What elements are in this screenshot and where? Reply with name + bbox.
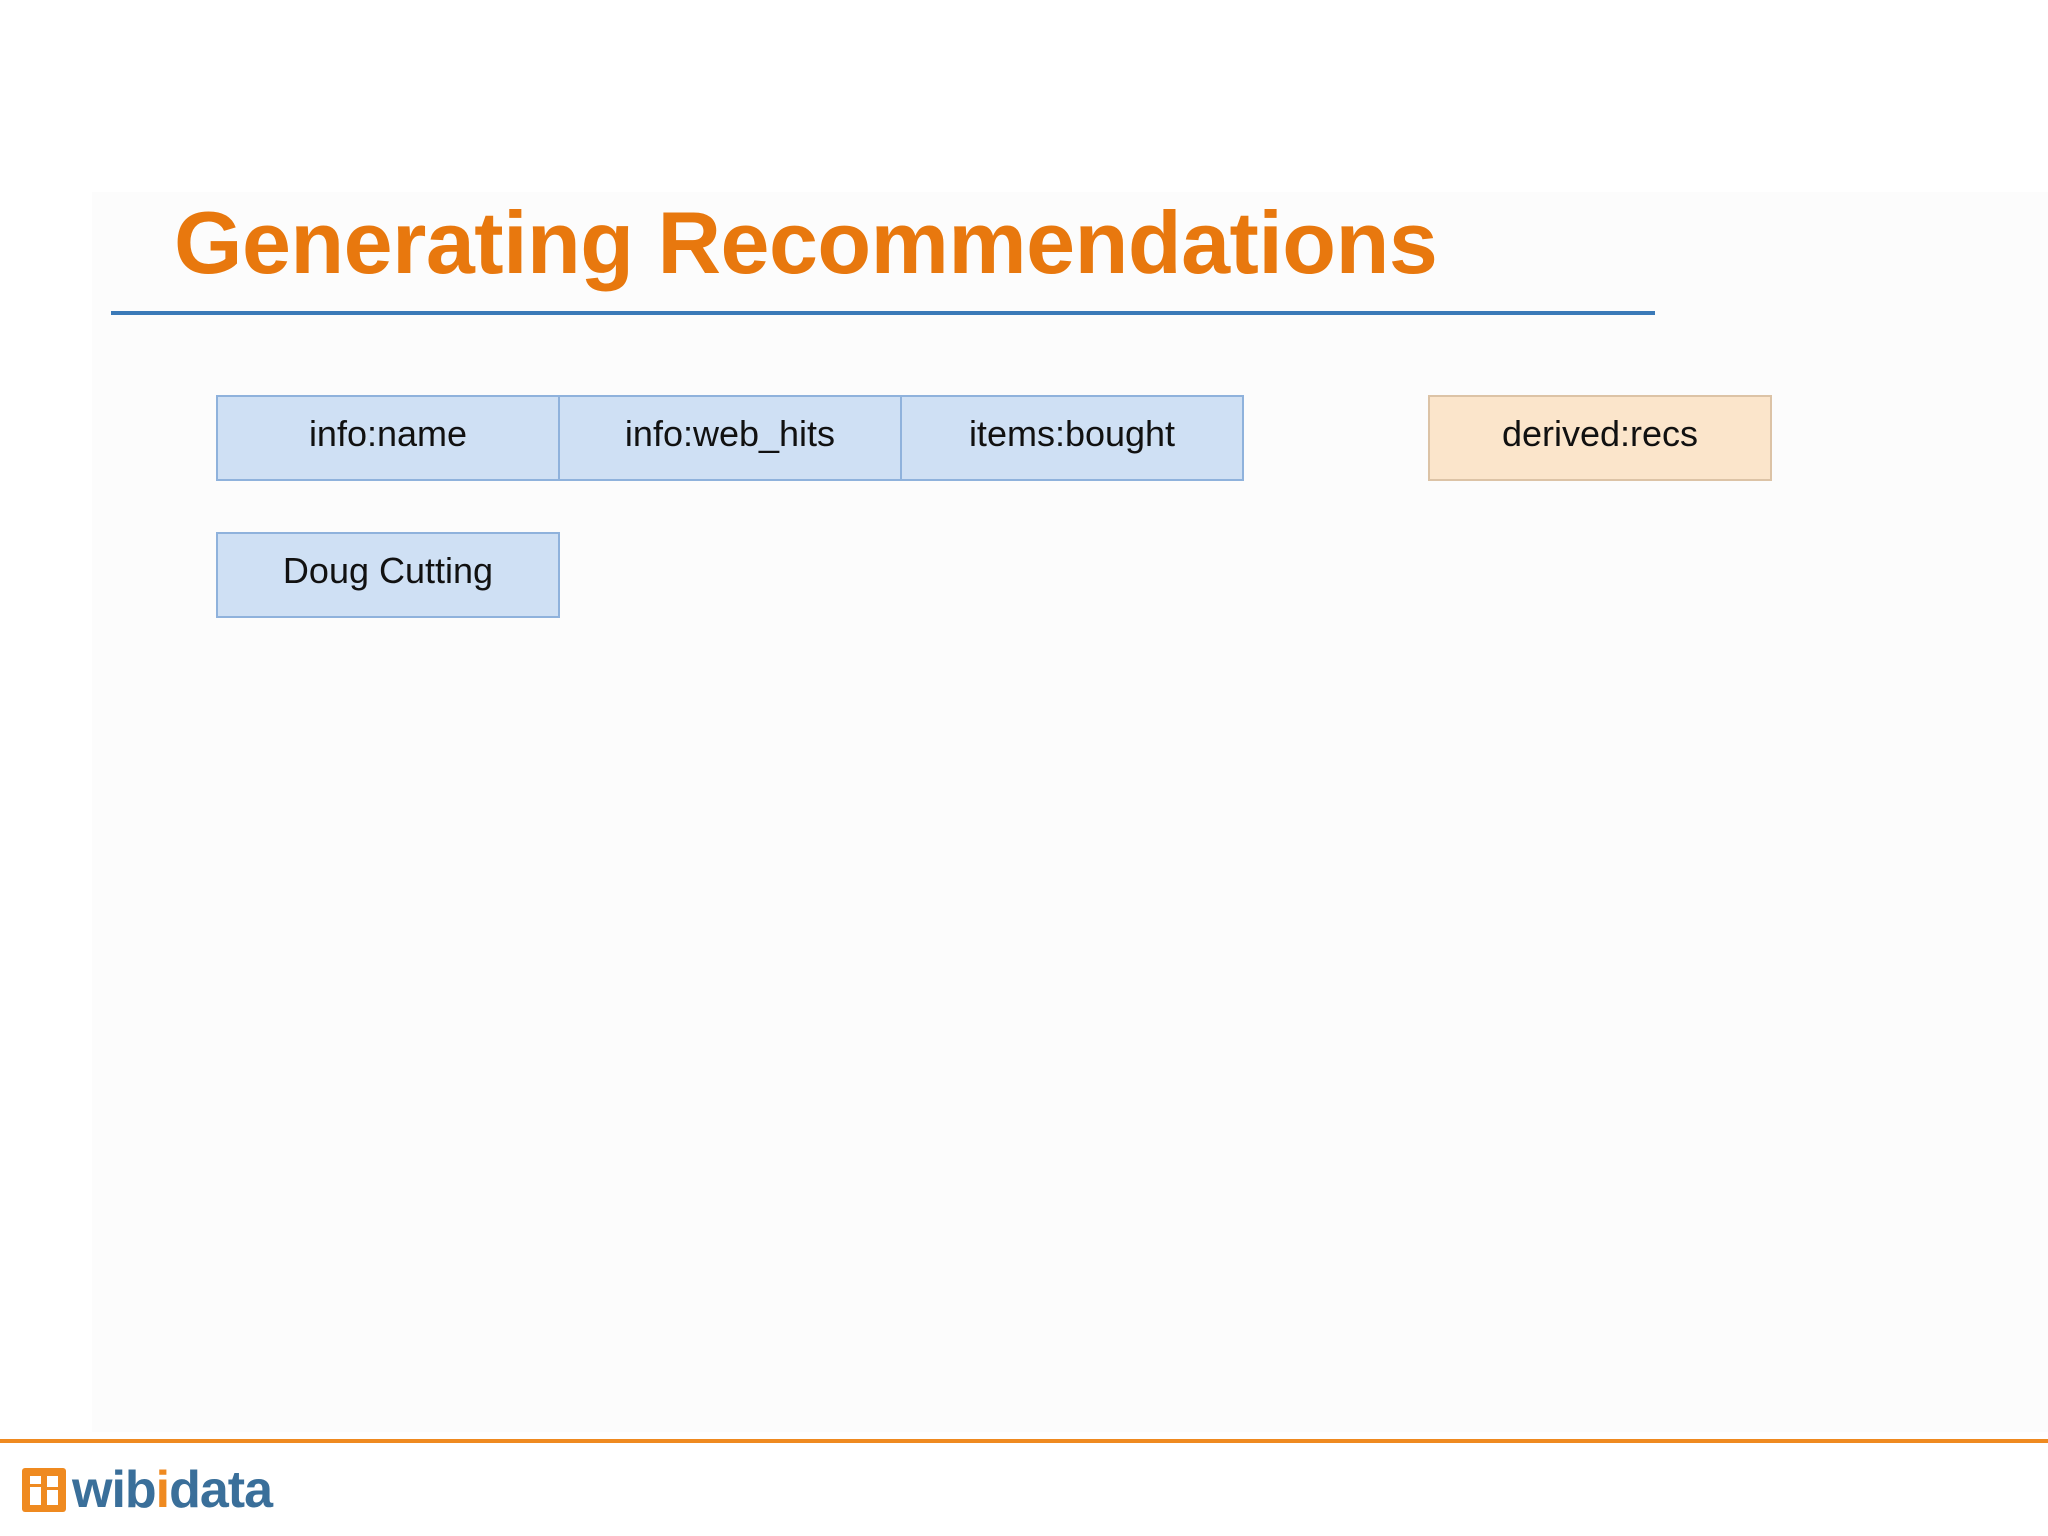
column-header-info-web-hits: info:web_hits — [558, 395, 902, 481]
column-header-derived-recs: derived:recs — [1428, 395, 1772, 481]
wibidata-logo: wibidata — [22, 1461, 273, 1519]
logo-wordmark: wibidata — [72, 1461, 273, 1519]
column-header-info-name: info:name — [216, 395, 560, 481]
footer-divider — [0, 1439, 2048, 1443]
slide-background — [92, 192, 2048, 1432]
column-header-items-bought: items:bought — [900, 395, 1244, 481]
wibidata-mark-icon — [22, 1468, 66, 1512]
row-cell-name: Doug Cutting — [216, 532, 560, 618]
title-underline — [111, 311, 1655, 315]
slide-title: Generating Recommendations — [174, 193, 1438, 292]
